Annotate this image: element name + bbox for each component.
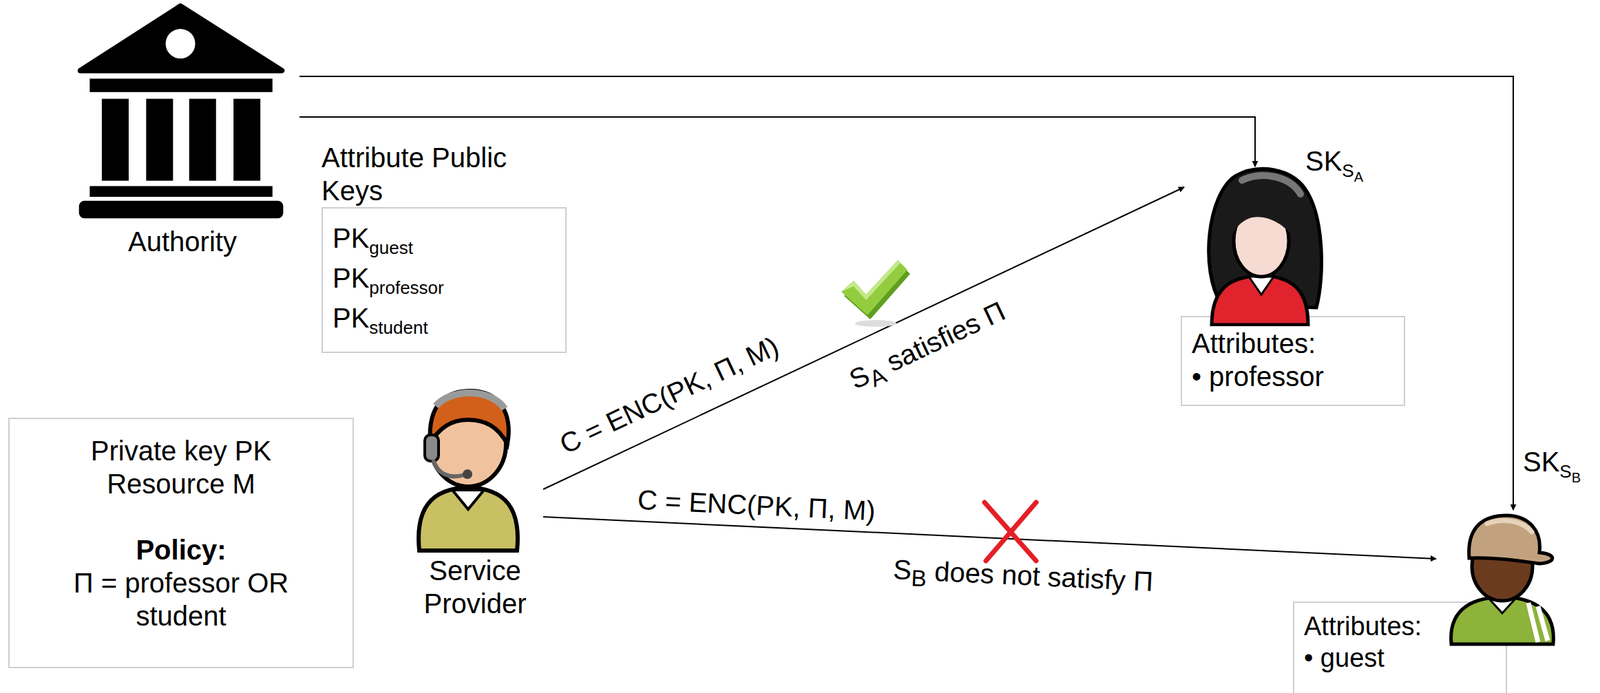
connector [299, 76, 1514, 511]
keys-heading: Attribute Public Keys [321, 141, 567, 208]
secret-item: Resource M [35, 467, 327, 501]
attributes-box: Attributes:• professor [1180, 316, 1406, 407]
authority-label: Authority [72, 225, 293, 259]
condition-note: SB does not satisfy Π [892, 552, 1154, 604]
keys-frame: PKguestPKprofessorPKstudent [321, 207, 567, 354]
provider-secrets-box: Private key PKResource M Policy:Π = profe… [8, 417, 354, 669]
cross-mark [984, 502, 1037, 562]
secret-item: Private key PK [35, 434, 327, 468]
edge-label: C = ENC(PK, Π, M) [554, 329, 785, 461]
key-item: PKstudent [332, 298, 556, 339]
key-item: PKguest [332, 218, 556, 259]
guest-icon [1445, 510, 1560, 647]
policy-heading: Policy: [35, 533, 327, 567]
connector [543, 517, 1437, 560]
policy-text: Π = professor OR student [35, 566, 327, 633]
secret-key-label: SKSB [1522, 445, 1581, 479]
public-keys-box: Attribute Public KeysPKguestPKprofessorP… [321, 141, 567, 354]
secret-key-label: SKSA [1305, 144, 1364, 178]
attribute-item: • professor [1191, 360, 1395, 394]
authority-node: Authority [72, 3, 293, 259]
provider-icon [409, 378, 527, 555]
authority-icon [72, 3, 293, 226]
key-item: PKprofessor [332, 258, 556, 299]
attribute-item: • guest [1303, 643, 1497, 675]
attributes-heading: Attributes: [1191, 327, 1395, 361]
guest-node: SKSB [1445, 510, 1589, 647]
check-mark [841, 260, 911, 328]
connector [543, 187, 1185, 490]
professor-node: SKSA [1193, 166, 1372, 327]
professor-icon [1193, 166, 1332, 327]
service-provider-node: Service Provider [409, 378, 541, 621]
edge-label: C = ENC(PK, Π, M) [636, 482, 876, 527]
provider-label: Service Provider [409, 554, 541, 621]
